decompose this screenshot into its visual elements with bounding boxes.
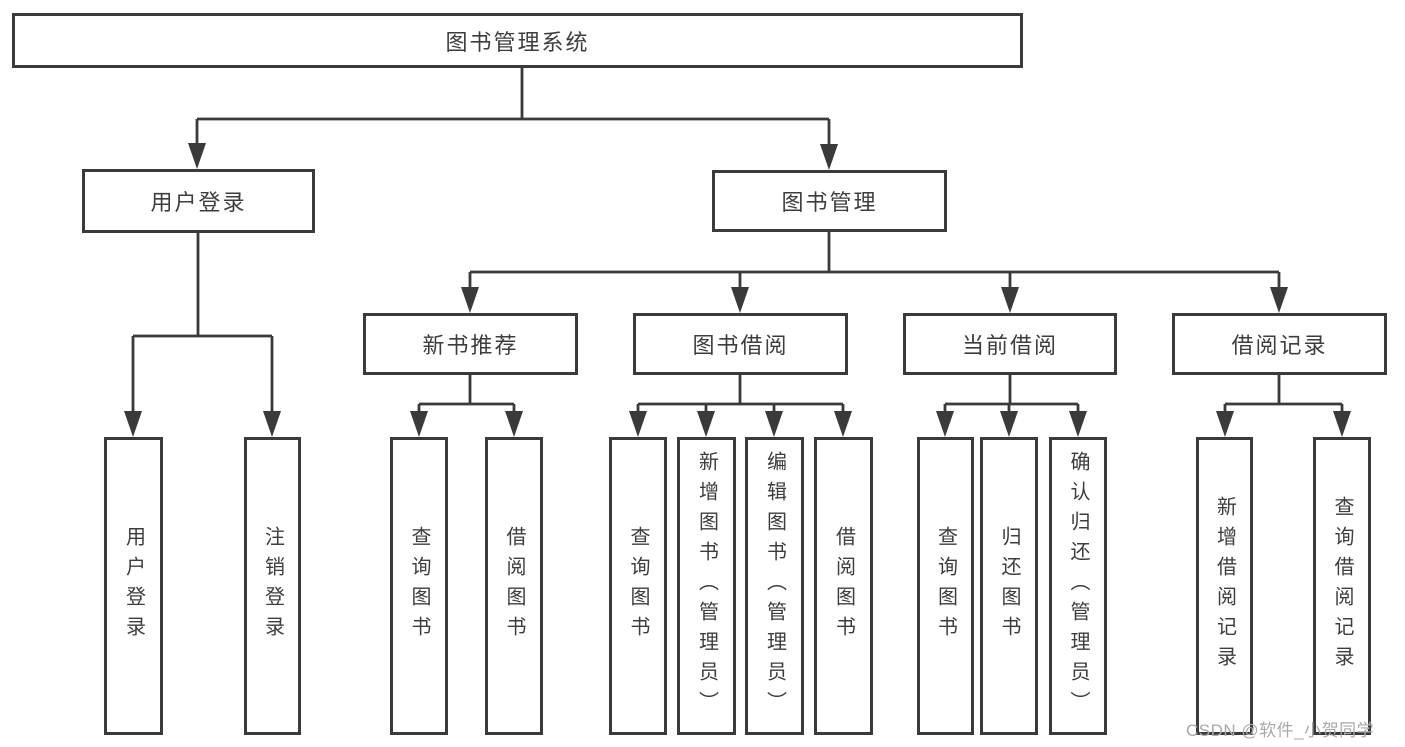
node-leaf-confirm-return-admin: 确认归还（管理员） [1049, 437, 1107, 735]
node-leaf-user-login-label: 用户登录 [122, 526, 145, 646]
connector-userlogin-to-leaves [131, 233, 274, 413]
node-library-system: 图书管理系统 [12, 13, 1023, 68]
node-leaf-query-books-1-label: 查询图书 [408, 526, 430, 646]
node-leaf-borrow-books-1: 借阅图书 [485, 437, 543, 735]
node-current-borrowing: 当前借阅 [903, 313, 1117, 375]
node-leaf-add-borrow-record-label: 新增借阅记录 [1213, 496, 1236, 676]
node-leaf-return-books-label: 归还图书 [998, 526, 1020, 646]
node-leaf-add-borrow-record: 新增借阅记录 [1196, 437, 1253, 735]
connector-root-to-level2 [195, 68, 831, 146]
node-leaf-logout: 注销登录 [244, 437, 301, 735]
arrowheads [124, 143, 1351, 437]
node-new-book-recommend: 新书推荐 [363, 313, 578, 375]
connector-current-to-leaves [943, 375, 1080, 413]
node-leaf-borrow-books-2-label: 借阅图书 [832, 526, 855, 646]
connector-records-to-leaves [1223, 375, 1344, 413]
node-book-borrowing: 图书借阅 [633, 313, 848, 375]
connector-bookmgmt-to-level3 [468, 232, 1281, 289]
node-leaf-add-books-admin: 新增图书（管理员） [677, 437, 736, 735]
node-leaf-user-login: 用户登录 [104, 437, 163, 735]
node-leaf-query-books-2: 查询图书 [609, 437, 667, 735]
watermark-text: CSDN @软件_小贺同学 [1186, 721, 1375, 740]
node-leaf-confirm-return-admin-label: 确认归还（管理员） [1067, 451, 1089, 721]
node-leaf-logout-label: 注销登录 [261, 526, 284, 646]
node-leaf-query-books-2-label: 查询图书 [627, 526, 649, 646]
node-leaf-edit-books-admin-label: 编辑图书（管理员） [763, 451, 786, 721]
node-user-login: 用户登录 [82, 169, 315, 233]
node-leaf-return-books: 归还图书 [980, 437, 1038, 735]
connector-newbook-to-leaves [417, 375, 516, 413]
node-new-book-recommend-label: 新书推荐 [422, 333, 519, 358]
node-leaf-query-books-3-label: 查询图书 [934, 526, 957, 646]
node-borrowing-records-label: 借阅记录 [1231, 333, 1328, 358]
node-leaf-query-borrow-record-label: 查询借阅记录 [1331, 496, 1353, 676]
node-leaf-query-borrow-record: 查询借阅记录 [1313, 437, 1371, 735]
node-leaf-borrow-books-2: 借阅图书 [814, 437, 873, 735]
node-leaf-borrow-books-1-label: 借阅图书 [503, 526, 525, 646]
node-leaf-add-books-admin-label: 新增图书（管理员） [695, 451, 718, 721]
node-library-system-label: 图书管理系统 [445, 29, 590, 55]
node-leaf-query-books-1: 查询图书 [390, 437, 448, 735]
node-user-login-label: 用户登录 [150, 190, 247, 215]
node-book-management: 图书管理 [712, 170, 947, 232]
node-current-borrowing-label: 当前借阅 [961, 333, 1058, 358]
node-book-borrowing-label: 图书借阅 [692, 333, 789, 358]
node-leaf-query-books-3: 查询图书 [917, 437, 974, 735]
node-borrowing-records: 借阅记录 [1172, 313, 1387, 375]
node-book-management-label: 图书管理 [781, 190, 878, 215]
node-leaf-edit-books-admin: 编辑图书（管理员） [745, 437, 804, 735]
connector-borrowing-to-leaves [636, 375, 845, 413]
